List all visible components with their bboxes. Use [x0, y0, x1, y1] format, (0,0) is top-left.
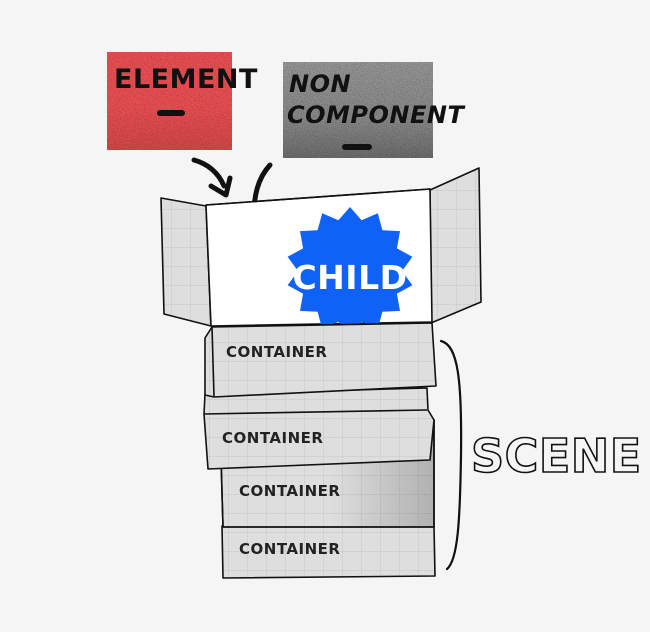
non-component-label-line1: NON	[289, 70, 351, 98]
non-component-dash-icon	[342, 144, 372, 150]
container-2-label: CONTAINER	[222, 429, 323, 447]
child-starburst-icon	[287, 207, 413, 335]
container-stack: CONTAINER CONTAINER CONTAINER CONTAINER	[203, 322, 437, 579]
container-3-label: CONTAINER	[239, 482, 340, 500]
container-4: CONTAINER	[221, 525, 436, 579]
non-component-box: NON COMPONENT	[283, 62, 465, 158]
container-1-label: CONTAINER	[226, 343, 327, 361]
container-1: CONTAINER	[204, 322, 437, 398]
element-dash-icon	[157, 110, 185, 116]
scene-label: SCENE	[471, 429, 642, 483]
element-box: ELEMENT	[107, 52, 258, 150]
non-component-label-line2: COMPONENT	[287, 101, 465, 129]
container-2: CONTAINER	[203, 387, 435, 470]
element-label: ELEMENT	[114, 64, 258, 95]
child-badge: CHILD	[287, 207, 413, 335]
scene-bracket	[439, 339, 463, 571]
child-label: CHILD	[292, 258, 407, 297]
container-4-label: CONTAINER	[239, 540, 340, 558]
left-flap	[160, 197, 212, 327]
right-flap	[429, 167, 482, 324]
arrow-element-icon	[191, 157, 233, 198]
